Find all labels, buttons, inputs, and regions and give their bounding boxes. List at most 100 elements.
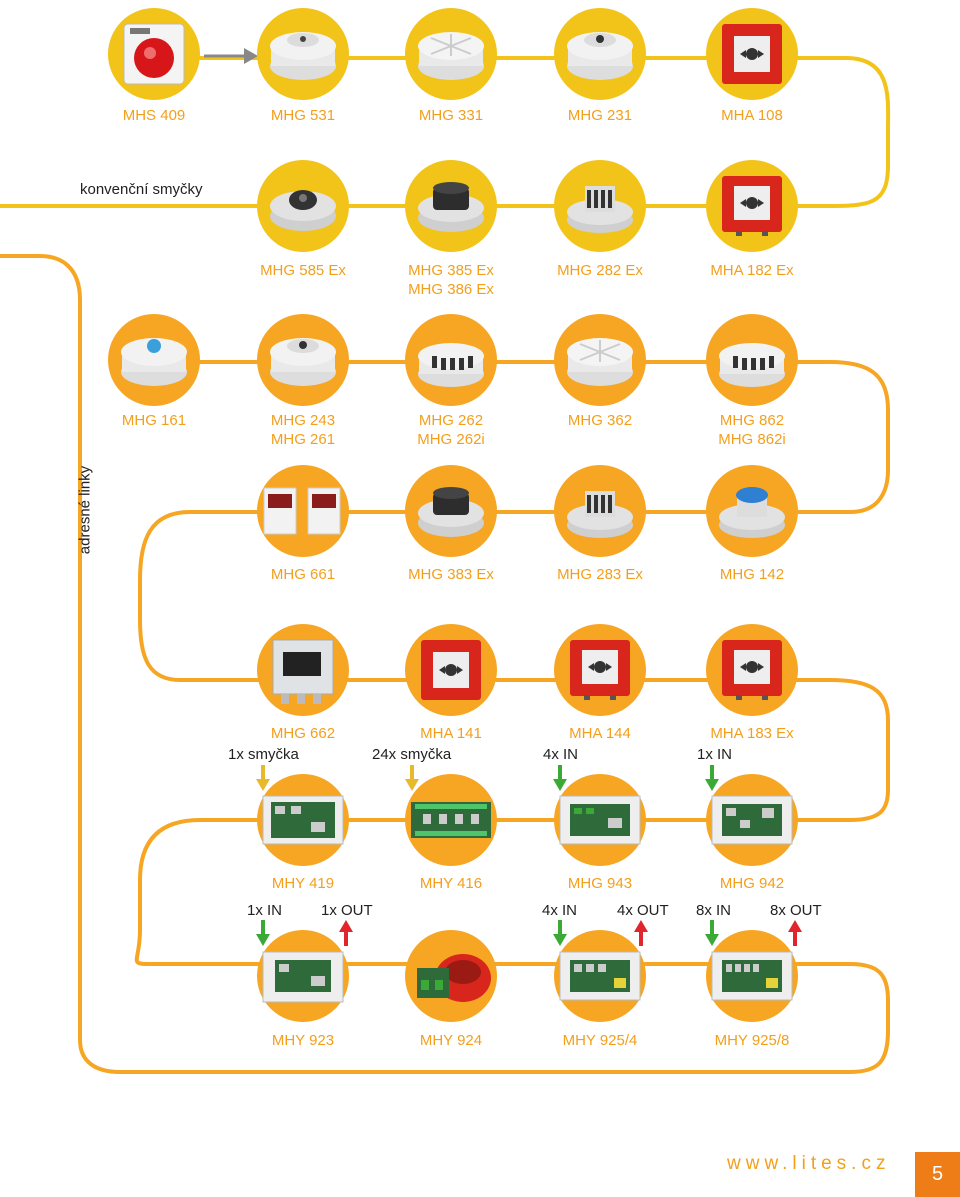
call-point-icon	[722, 176, 782, 236]
node-mhg385ex[interactable]	[405, 160, 497, 252]
arrow-down-icon	[256, 765, 270, 791]
node-mhg231[interactable]	[554, 8, 646, 100]
page-number: 5	[915, 1152, 960, 1197]
label-mhy923: MHY 923	[271, 1032, 335, 1049]
call-point-icon	[421, 640, 481, 700]
node-mha183ex[interactable]	[706, 624, 798, 716]
node-mhg142[interactable]	[706, 465, 798, 557]
arrow-down-icon	[553, 920, 567, 946]
addressable-lines-label: adresné linky	[76, 465, 94, 555]
node-mhs409[interactable]	[108, 8, 200, 100]
label-mha183ex: MHA 183 Ex	[710, 725, 794, 742]
node-mhg383ex[interactable]	[405, 465, 497, 557]
note-1x-in: 1x IN	[697, 746, 733, 763]
label-mhg942: MHG 942	[719, 875, 785, 892]
label-mhg662: MHG 662	[270, 725, 336, 742]
note-8x-out: 8x OUT	[770, 902, 822, 919]
node-mhy924[interactable]	[405, 930, 497, 1022]
label-mhg142: MHG 142	[719, 566, 785, 583]
node-mhy419[interactable]	[257, 774, 349, 866]
smoke-detector-icon	[270, 338, 336, 386]
siren-module-icon	[417, 954, 491, 1002]
arrow-down-icon	[405, 765, 419, 791]
label-mha108: MHA 108	[721, 107, 783, 124]
website-url[interactable]: www.lites.cz	[727, 1153, 891, 1174]
node-mhg282ex[interactable]	[554, 160, 646, 252]
label-mhg383ex: MHG 383 Ex	[408, 566, 494, 583]
label-mhy416: MHY 416	[419, 875, 483, 892]
arrow-down-icon	[256, 920, 270, 946]
ex-detector-icon	[719, 487, 785, 538]
interface-module-icon	[411, 802, 491, 838]
node-mhg362[interactable]	[554, 314, 646, 406]
label-mhg585ex: MHG 585 Ex	[260, 262, 346, 279]
beam-detector-icon	[263, 487, 341, 535]
node-mhg662[interactable]	[257, 624, 349, 716]
smoke-detector-icon	[567, 32, 633, 80]
node-mhg661[interactable]	[257, 465, 349, 557]
node-mhg531[interactable]	[257, 8, 349, 100]
node-mhg943[interactable]	[554, 774, 646, 866]
label-mhg661: MHG 661	[270, 566, 336, 583]
node-mha144[interactable]	[554, 624, 646, 716]
node-mhg862[interactable]	[706, 314, 798, 406]
interface-module-icon	[711, 795, 793, 845]
node-mhg331[interactable]	[405, 8, 497, 100]
heat-detector-icon	[270, 32, 336, 80]
label-mhg161: MHG 161	[121, 412, 187, 429]
heat-detector-icon	[418, 343, 484, 387]
arrow-up-icon	[339, 920, 353, 946]
note-4x-in: 4x IN	[543, 746, 579, 763]
label-mhg282ex: MHG 282 Ex	[557, 262, 643, 279]
note-24x-loop: 24x smyčka	[372, 746, 452, 763]
conventional-loops-label: konvenční smyčky	[80, 181, 203, 198]
node-mha182ex[interactable]	[706, 160, 798, 252]
label-mhy925-4: MHY 925/4	[562, 1032, 638, 1049]
call-point-icon	[722, 640, 782, 700]
call-point-icon	[722, 24, 782, 84]
arrow-down-icon	[705, 765, 719, 791]
ex-detector-icon	[567, 491, 633, 538]
note-1x-in: 1x IN	[247, 902, 283, 919]
control-unit-icon	[272, 639, 334, 704]
call-point-icon	[570, 640, 630, 700]
label-mhg362: MHG 362	[567, 412, 633, 429]
heat-detector-icon	[567, 338, 633, 386]
arrow-down-icon	[705, 920, 719, 946]
node-mhg161[interactable]	[108, 314, 200, 406]
label-mha182ex: MHA 182 Ex	[710, 262, 794, 279]
node-mhy923[interactable]	[257, 930, 349, 1022]
smoke-detector-icon	[121, 338, 187, 386]
note-1x-out: 1x OUT	[321, 902, 373, 919]
node-mhy925-4[interactable]	[554, 930, 646, 1022]
label-mhy419: MHY 419	[271, 875, 335, 892]
node-mhg283ex[interactable]	[554, 465, 646, 557]
node-mhy925-8[interactable]	[706, 930, 798, 1022]
ex-detector-icon	[567, 186, 633, 233]
interface-module-icon	[262, 795, 344, 845]
label-mhy924: MHY 924	[419, 1032, 483, 1049]
node-mhg262[interactable]	[405, 314, 497, 406]
label-mhy925-8: MHY 925/8	[714, 1032, 790, 1049]
interface-module-icon	[559, 795, 641, 845]
note-4x-out: 4x OUT	[617, 902, 669, 919]
ex-detector-icon	[418, 182, 484, 232]
io-module-icon	[711, 951, 793, 1001]
ex-detector-icon	[418, 487, 484, 537]
label-mhg331: MHG 331	[418, 107, 484, 124]
node-mhg243[interactable]	[257, 314, 349, 406]
label-mha144: MHA 144	[569, 725, 631, 742]
note-8x-in: 8x IN	[696, 902, 732, 919]
arrow-up-icon	[788, 920, 802, 946]
label-mhg943: MHG 943	[567, 875, 633, 892]
node-mhg942[interactable]	[706, 774, 798, 866]
note-1x-loop: 1x smyčka	[228, 746, 299, 763]
node-mha141[interactable]	[405, 624, 497, 716]
node-mhg585ex[interactable]	[257, 160, 349, 252]
siren-icon	[123, 23, 185, 85]
node-mhy416[interactable]	[405, 774, 497, 866]
heat-detector-icon	[418, 32, 484, 80]
node-mha108[interactable]	[706, 8, 798, 100]
